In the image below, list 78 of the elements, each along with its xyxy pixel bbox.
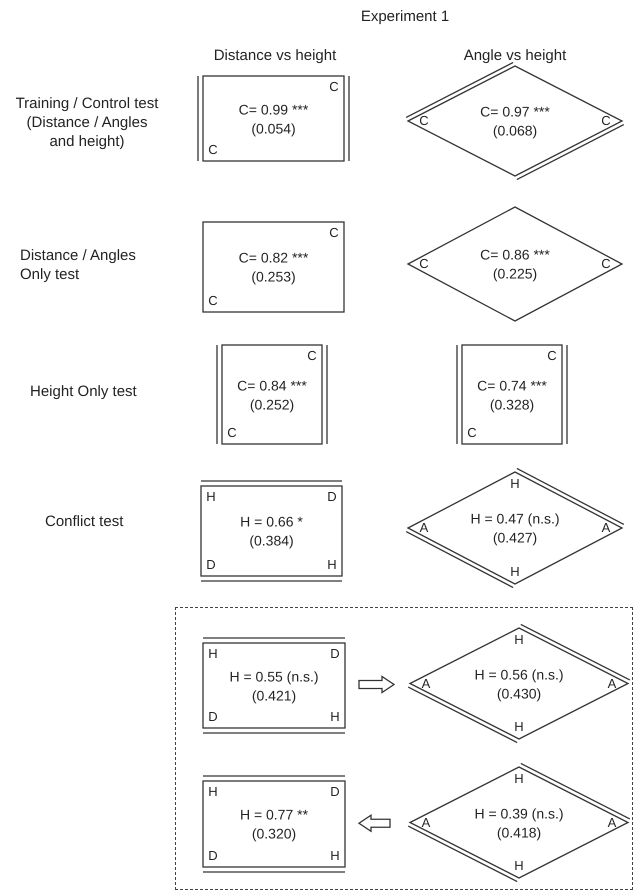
standard-error: (0.427) — [492, 530, 538, 546]
rectangular-arena — [203, 775, 345, 873]
corner-letter: H — [208, 646, 218, 662]
score-value: H = 0.56 (n.s.) — [474, 666, 564, 682]
corner-letter: H — [514, 632, 524, 648]
standard-error: (0.253) — [251, 269, 296, 285]
corner-letter: A — [420, 520, 428, 536]
corner-letter: H — [510, 476, 520, 492]
standard-error: (0.225) — [492, 266, 538, 282]
corner-letter: C — [467, 426, 477, 440]
standard-error: (0.068) — [492, 123, 538, 139]
diamond-arena — [408, 207, 622, 321]
score-value: H = 0.66 * — [240, 514, 303, 530]
score-value: C= 0.97 *** — [480, 104, 550, 120]
standard-error: (0.421) — [252, 688, 296, 704]
rectangular-arena — [203, 637, 345, 734]
corner-letter: A — [422, 676, 430, 691]
corner-letter: H — [514, 858, 524, 874]
corner-letter: A — [608, 676, 616, 691]
standard-error: (0.384) — [249, 533, 294, 549]
rectangular-arena — [456, 345, 568, 444]
row-label: Training / Control test (Distance / Angles and height) — [14, 95, 160, 152]
score-value: H = 0.39 (n.s.) — [474, 806, 564, 822]
score-value: C= 0.99 *** — [238, 102, 308, 118]
corner-letter: D — [208, 710, 218, 724]
score-value: C= 0.84 *** — [237, 378, 307, 394]
corner-letter: C — [601, 114, 611, 128]
corner-letter: H — [510, 564, 520, 580]
score-value: C= 0.74 *** — [477, 378, 547, 394]
corner-letter: C — [329, 226, 339, 240]
corner-letter: A — [602, 520, 610, 536]
corner-letter: A — [608, 815, 616, 830]
standard-error: (0.320) — [252, 826, 296, 842]
figure-title: Experiment 1 — [360, 8, 450, 25]
corner-letter: D — [327, 490, 337, 504]
corner-letter: C — [227, 426, 237, 440]
corner-letter: D — [330, 646, 340, 662]
corner-letter: C — [547, 348, 557, 364]
corner-letter: C — [419, 256, 429, 272]
rectangular-arena — [197, 76, 350, 161]
rectangular-arena — [203, 222, 344, 312]
corner-letter: C — [419, 114, 429, 128]
row-label: Distance / Angles Only test — [20, 247, 137, 284]
corner-letter: D — [330, 784, 340, 800]
standard-error: (0.054) — [251, 120, 296, 136]
standard-error: (0.418) — [496, 824, 542, 840]
standard-error: (0.430) — [496, 686, 542, 702]
row-label: Conflict test — [45, 513, 124, 532]
score-value: H = 0.77 ** — [240, 807, 308, 823]
corner-letter: H — [208, 784, 218, 800]
score-value: C= 0.82 *** — [238, 250, 308, 266]
corner-letter: H — [206, 490, 216, 504]
block-arrow — [358, 814, 391, 832]
corner-letter: C — [329, 80, 339, 94]
rectangular-arena — [201, 480, 342, 582]
score-value: H = 0.55 (n.s.) — [229, 668, 319, 684]
corner-letter: C — [307, 348, 317, 364]
corner-letter: H — [514, 772, 524, 786]
corner-letter: D — [208, 848, 218, 864]
column-header: Angle vs height — [462, 47, 568, 66]
corner-letter: H — [327, 558, 337, 572]
rectangular-arena — [216, 345, 328, 444]
dashed-frame — [175, 607, 633, 890]
row-label: Height Only test — [30, 383, 138, 402]
column-header: Distance vs height — [212, 47, 338, 66]
score-value: H = 0.47 (n.s.) — [470, 511, 560, 527]
standard-error: (0.252) — [250, 396, 294, 412]
corner-letter: C — [208, 294, 218, 308]
score-value: C= 0.86 *** — [480, 247, 550, 263]
corner-letter: H — [330, 848, 340, 864]
corner-letter: H — [330, 710, 340, 724]
corner-letter: C — [208, 142, 218, 158]
corner-letter: C — [601, 256, 611, 272]
corner-letter: D — [206, 558, 216, 572]
standard-error: (0.328) — [490, 396, 534, 412]
block-arrow — [358, 675, 396, 694]
corner-letter: A — [422, 815, 430, 830]
corner-letter: H — [514, 720, 524, 734]
